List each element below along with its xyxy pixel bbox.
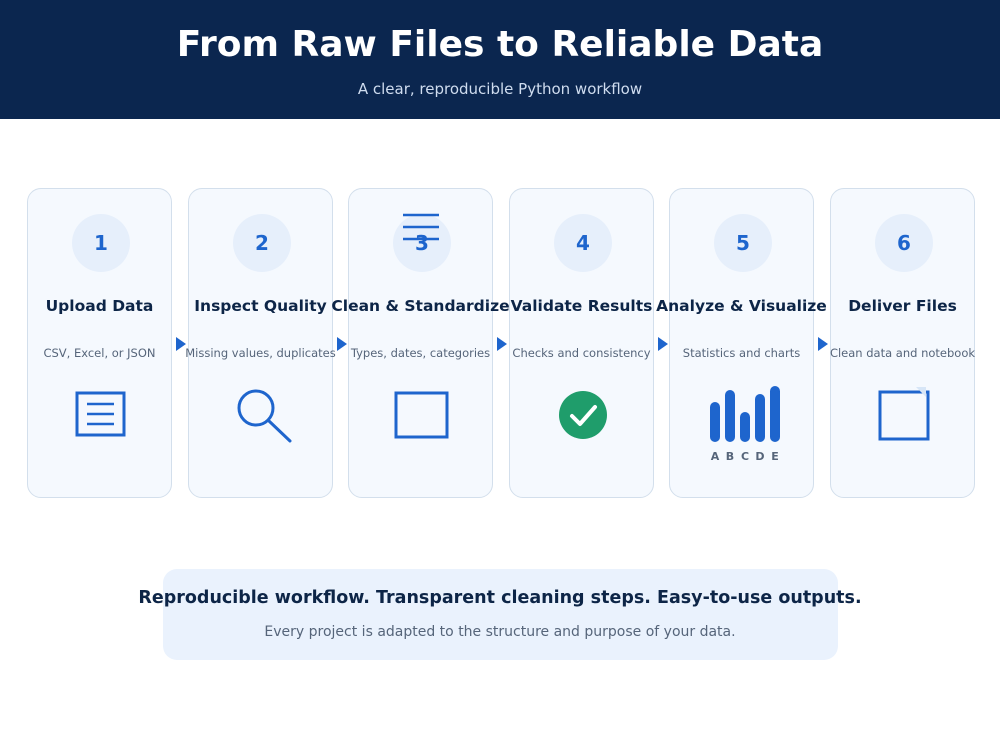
arrow-right-icon <box>176 337 186 351</box>
file-icon <box>878 387 930 441</box>
step-card-1: 1 Upload Data CSV, Excel, or JSON <box>27 188 172 498</box>
step-card-4: 4 Validate Results Checks and consistenc… <box>509 188 654 498</box>
step-number: 6 <box>875 214 933 272</box>
chart-tick-label: D <box>755 450 764 463</box>
step-title: Analyze & Visualize <box>656 297 827 315</box>
chart-bar <box>710 402 720 442</box>
step-number: 4 <box>554 214 612 272</box>
step-title: Clean & Standardize <box>331 297 510 315</box>
step-description: Statistics and charts <box>682 346 801 360</box>
step-description: Missing values, duplicates <box>185 346 336 360</box>
step-title: Inspect Quality <box>194 297 327 315</box>
arrow-right-icon <box>337 337 347 351</box>
chart-tick-label: A <box>711 450 720 463</box>
step-number: 3 <box>393 214 451 272</box>
chart-tick-label: B <box>726 450 734 463</box>
step-description: Types, dates, categories <box>350 346 491 360</box>
header-banner: From Raw Files to Reliable Data A clear,… <box>0 0 1000 119</box>
check-circle-icon <box>559 391 607 439</box>
arrow-right-icon <box>818 337 828 351</box>
clean-icon <box>394 391 449 439</box>
chart-bar <box>755 394 765 442</box>
step-card-3: 3 Clean & Standardize Types, dates, cate… <box>331 188 510 498</box>
step-number: 1 <box>72 214 130 272</box>
step-card-6: 6 Deliver Files Clean data and notebook <box>830 188 975 498</box>
footer-callout <box>163 569 838 660</box>
page-title: From Raw Files to Reliable Data <box>176 24 824 65</box>
chart-bar <box>770 386 780 442</box>
step-title: Upload Data <box>45 297 154 315</box>
step-description: Clean data and notebook <box>829 346 976 360</box>
step-card-2: 2 Inspect Quality Missing values, duplic… <box>185 188 336 498</box>
magnifier-icon <box>237 389 292 443</box>
arrow-right-icon <box>658 337 668 351</box>
footer-title: Reproducible workflow. Transparent clean… <box>138 588 862 608</box>
page-subtitle: A clear, reproducible Python workflow <box>357 80 643 98</box>
step-description: Checks and consistency <box>512 346 651 360</box>
step-card-5: 5 Analyze & Visualize Statistics and cha… <box>656 188 827 498</box>
step-number: 5 <box>714 214 772 272</box>
step-description: CSV, Excel, or JSON <box>43 346 156 360</box>
footer-subtitle: Every project is adapted to the structur… <box>264 624 736 640</box>
arrow-right-icon <box>497 337 507 351</box>
chart-bar <box>725 390 735 442</box>
chart-tick-label: E <box>771 450 779 463</box>
chart-bar <box>740 412 750 442</box>
step-number: 2 <box>233 214 291 272</box>
chart-tick-label: C <box>741 450 749 463</box>
list-lines-icon <box>403 213 439 241</box>
step-title: Validate Results <box>510 297 653 315</box>
document-icon <box>75 391 126 437</box>
step-title: Deliver Files <box>848 297 957 315</box>
